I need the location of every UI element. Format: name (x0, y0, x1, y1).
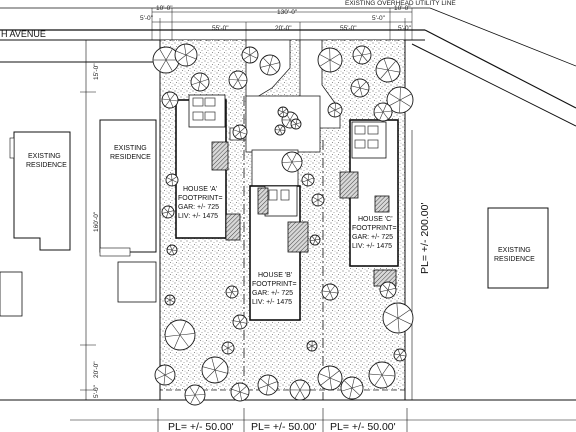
dim-top-left-setback: 10'-0" (156, 5, 173, 12)
property-lines (0, 40, 576, 432)
tree-symbol (152, 46, 180, 74)
house-b: HOUSE 'B' FOOTPRINT= GAR: +/- 725 LIV: +… (249, 185, 309, 321)
house-a: HOUSE 'A' FOOTPRINT= GAR: +/- 725 LIV: +… (175, 94, 241, 241)
tree-symbol (350, 78, 370, 98)
neighbor-left-line2: RESIDENCE (26, 162, 67, 169)
neighbor-left-line1: EXISTING (28, 153, 61, 160)
tree-symbol (221, 341, 235, 355)
dimensions: 10'-0" 5'-0" 130'-0" 55'-0" 20'-0" 55'-0… (80, 5, 413, 400)
house-a-garage: GAR: +/- 725 (178, 204, 219, 211)
pl-bottom-3: PL= +/- 50.00' (330, 421, 396, 432)
dim-top-right-55: 55'-0" (340, 25, 357, 32)
tree-symbol (165, 173, 179, 187)
pl-bottom-1: PL= +/- 50.00' (168, 421, 234, 432)
dim-top-overall: 130'-0" (277, 9, 298, 16)
neighbor-mid-line2: RESIDENCE (110, 154, 151, 161)
tree-symbol (306, 340, 318, 352)
tree-symbol (382, 302, 414, 334)
tree-symbol (379, 281, 397, 299)
tree-symbol (154, 364, 176, 386)
tree-symbol (201, 356, 229, 384)
tree-symbols (152, 43, 414, 406)
dim-top-right-5: 5'-0" (372, 15, 386, 22)
tree-symbol (232, 124, 248, 140)
neighbor-mid: EXISTING RESIDENCE (99, 119, 157, 303)
dim-top-left-5: 5'-0" (140, 15, 154, 22)
house-a-living: LIV: +/- 1475 (178, 213, 218, 220)
house-a-title: HOUSE 'A' (183, 186, 217, 193)
neighbor-right-line1: EXISTING (498, 247, 531, 254)
house-b-living: LIV: +/- 1475 (252, 299, 292, 306)
tree-symbol (290, 118, 302, 130)
tree-symbol (161, 91, 179, 109)
tree-symbol (352, 45, 372, 65)
dim-left-rear-20: 20'-0" (93, 361, 100, 378)
tree-symbol (317, 365, 343, 391)
tree-symbol (184, 384, 206, 406)
tree-symbol (164, 294, 176, 306)
tree-symbol (161, 205, 175, 219)
tree-symbol (257, 374, 279, 396)
tree-symbol (274, 124, 286, 136)
dim-top-mid-20: 20'-0" (275, 25, 292, 32)
neighbor-right-line2: RESIDENCE (494, 256, 535, 263)
tree-symbol (232, 314, 248, 330)
street: H AVENUE EXISTING OVERHEAD UTILITY LINE (0, 0, 576, 127)
dim-left-front-15: 15'-0" (93, 63, 100, 80)
tree-symbol (164, 319, 196, 351)
property-line-labels: PL= +/- 200.00' PL= +/- 50.00' PL= +/- 5… (168, 203, 431, 432)
pl-side-label: PL= +/- 200.00' (419, 203, 431, 274)
house-a-footprint: FOOTPRINT= (178, 195, 223, 202)
tree-symbol (301, 173, 315, 187)
dim-top-right-setback: 10'-0" (394, 5, 411, 12)
tree-symbol (321, 283, 339, 301)
street-name: H AVENUE (1, 29, 46, 39)
dim-left-depth-160: 160'-0" (93, 211, 100, 232)
tree-symbol (393, 348, 407, 362)
dim-top-left-55: 55'-0" (212, 25, 229, 32)
house-c-garage: GAR: +/- 725 (352, 234, 393, 241)
dim-right-small-5: 5'-0" (398, 25, 412, 32)
house-c-title: HOUSE 'C' (358, 216, 393, 223)
house-b-title: HOUSE 'B' (258, 272, 292, 279)
tree-symbol (277, 106, 289, 118)
neighbor-left: EXISTING RESIDENCE (0, 131, 71, 317)
tree-symbol (241, 46, 259, 64)
house-c-living: LIV: +/- 1475 (352, 243, 392, 250)
tree-symbol (166, 244, 178, 256)
tree-symbol (317, 47, 343, 73)
tree-symbol (340, 376, 364, 400)
neighbor-right: EXISTING RESIDENCE (487, 207, 549, 289)
tree-symbol (309, 234, 321, 246)
house-b-footprint: FOOTPRINT= (252, 281, 297, 288)
house-b-garage: GAR: +/- 725 (252, 290, 293, 297)
tree-symbol (327, 102, 343, 118)
tree-symbol (230, 382, 250, 402)
header-note: EXISTING OVERHEAD UTILITY LINE (345, 0, 456, 7)
pl-bottom-2: PL= +/- 50.00' (251, 421, 317, 432)
house-c-footprint: FOOTPRINT= (352, 225, 397, 232)
tree-symbol (281, 151, 303, 173)
tree-symbol (311, 193, 325, 207)
dim-left-rear-5: 5'-0" (93, 384, 100, 398)
house-c: HOUSE 'C' FOOTPRINT= GAR: +/- 725 LIV: +… (339, 119, 399, 287)
tree-symbol (375, 57, 401, 83)
tree-symbol (386, 86, 414, 114)
tree-symbol (174, 43, 198, 67)
tree-symbol (259, 54, 281, 76)
tree-symbol (373, 102, 393, 122)
tree-symbol (225, 285, 239, 299)
tree-symbol (289, 379, 311, 401)
tree-symbol (228, 70, 248, 90)
tree-symbol (368, 361, 396, 389)
tree-symbol (190, 72, 210, 92)
neighbor-mid-line1: EXISTING (114, 145, 147, 152)
